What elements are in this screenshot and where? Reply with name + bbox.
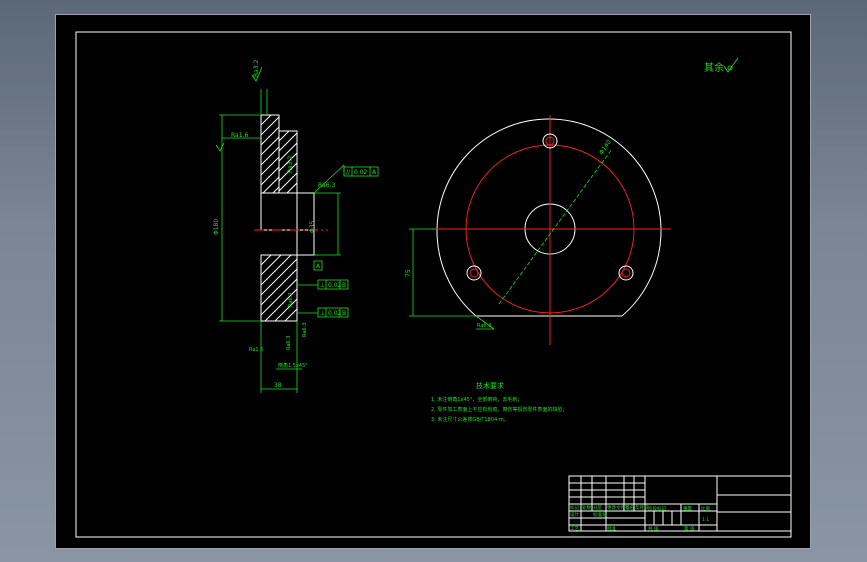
- svg-text:⊥: ⊥: [320, 310, 325, 317]
- svg-text:阶段标记: 阶段标记: [648, 505, 666, 512]
- technical-requirements: 技术要求 1. 未注倒角1x45°，全部倒钝，去毛刺； 2. 零件加工表面上不应…: [431, 381, 567, 423]
- chamfer-note: 倒角1.5x45°: [278, 362, 308, 369]
- svg-text:分区: 分区: [593, 504, 602, 511]
- svg-text:比例: 比例: [701, 505, 710, 512]
- svg-text:批准: 批准: [607, 525, 616, 532]
- svg-text:B: B: [342, 282, 346, 289]
- svg-text:标记: 标记: [570, 504, 579, 511]
- svg-text:Ra6.3: Ra6.3: [302, 323, 308, 337]
- svg-text:签名: 签名: [625, 504, 634, 511]
- svg-text:年月日: 年月日: [635, 504, 649, 511]
- svg-text:共 张: 共 张: [648, 525, 659, 532]
- roughness-check-icon: [723, 57, 739, 73]
- rest-roughness-label: 其余: [704, 61, 724, 74]
- svg-text:处数: 处数: [582, 504, 591, 511]
- cad-viewport[interactable]: 其余: [55, 14, 811, 549]
- drawing-border: [75, 31, 792, 538]
- svg-text:1:1: 1:1: [702, 517, 709, 523]
- svg-text:更改文件号: 更改文件号: [607, 504, 630, 511]
- dim-pcd: Φ140: [598, 139, 613, 156]
- tech-note-1: 1. 未注倒角1x45°，全部倒钝，去毛刺；: [431, 396, 522, 403]
- tech-note-3: 3. 未注尺寸公差按GB/T1804-m。: [431, 416, 509, 423]
- front-view: Φ140 75 Ra6.3: [405, 115, 671, 345]
- dim-bore: Φ35: [309, 220, 316, 233]
- svg-text:标准化: 标准化: [593, 511, 607, 518]
- svg-text:⊥: ⊥: [320, 282, 325, 289]
- svg-text:工艺: 工艺: [570, 526, 579, 532]
- svg-text:重量: 重量: [683, 505, 692, 512]
- dim-thickness: 38: [274, 382, 282, 389]
- svg-text:0.02: 0.02: [328, 282, 342, 289]
- svg-text:A: A: [372, 169, 377, 176]
- section-view: [254, 114, 328, 322]
- svg-text:设计: 设计: [570, 511, 579, 518]
- dim-flat-height: 75: [405, 269, 412, 277]
- svg-text:Ra6.3: Ra6.3: [288, 293, 294, 307]
- dim-hub-ra2: Ra6.3: [318, 182, 335, 189]
- title-block: 标记 处数 分区 更改文件号 签名 年月日 设计 标准化 批准 工艺 阶段标记 …: [568, 475, 792, 532]
- svg-text:Ra6.3: Ra6.3: [477, 323, 491, 329]
- svg-text://: //: [346, 169, 351, 176]
- dim-hub-ra: Ra3.2: [287, 156, 294, 173]
- svg-text:Ra1.6: Ra1.6: [249, 347, 263, 353]
- svg-text:Ra6.3: Ra6.3: [286, 336, 292, 350]
- dim-top-roughness: Ra3.2: [253, 60, 260, 77]
- dim-outer-diameter: Φ180: [213, 219, 220, 235]
- tech-title: 技术要求: [476, 381, 504, 390]
- dim-left-flange: Ra1.6: [231, 132, 248, 139]
- section-dimensions: Φ180 Ra3.2 Ra1.6 Ra3.2 Ra6.3 Φ35 // 0.02…: [213, 60, 379, 393]
- tech-note-2: 2. 零件加工表面上不应有划痕、擦伤等损伤零件表面的缺陷；: [431, 406, 567, 413]
- svg-text:0.02: 0.02: [328, 310, 342, 317]
- datum-a: A: [316, 263, 321, 270]
- drawing-canvas: 其余: [75, 31, 792, 538]
- svg-text:0.02: 0.02: [354, 169, 368, 176]
- svg-text:第 张: 第 张: [684, 525, 695, 532]
- svg-text:B: B: [342, 310, 346, 317]
